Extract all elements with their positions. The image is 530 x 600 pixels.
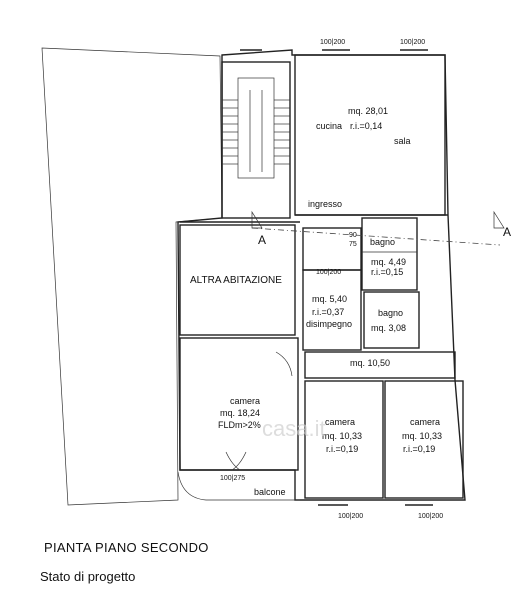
- room-camera-1: [179, 337, 299, 471]
- section-marker-left: A: [258, 233, 266, 247]
- dim-bottom-window-1: 100|200: [338, 513, 363, 520]
- label-corridor-area: mq. 10,50: [350, 358, 390, 368]
- label-camera-3: camera: [410, 417, 440, 427]
- stair-well: [237, 77, 275, 179]
- label-camera-1: camera: [230, 396, 260, 406]
- room-camera-3: [384, 380, 464, 499]
- label-bagno-1: bagno: [370, 237, 395, 247]
- section-line: [251, 227, 501, 246]
- label-camera-3-area: mq. 10,33: [402, 431, 442, 441]
- label-bagno-2-area: mq. 3,08: [371, 323, 406, 333]
- room-bagno-1: [361, 217, 418, 291]
- room-bagno-2: [363, 291, 420, 349]
- dim-small-window: 100|200: [316, 269, 341, 276]
- label-sala: sala: [394, 136, 411, 146]
- label-disimpegno-ri: r.i.=0,37: [312, 307, 344, 317]
- plan-title: PIANTA PIANO SECONDO: [44, 540, 209, 555]
- door-arc: [275, 351, 293, 377]
- terrace-outline: [41, 47, 223, 506]
- balcony: [177, 471, 300, 501]
- label-camera-3-ri: r.i.=0,19: [403, 444, 435, 454]
- label-camera-2: camera: [325, 417, 355, 427]
- label-camera-2-ri: r.i.=0,19: [326, 444, 358, 454]
- corridor: [304, 351, 456, 379]
- room-sala: [294, 54, 446, 216]
- room-disimpegno: [302, 269, 362, 351]
- label-bagno-1-area: mq. 4,49: [371, 257, 406, 267]
- dim-top-right-window-a: 100|200: [320, 39, 345, 46]
- label-disimpegno: disimpegno: [306, 319, 352, 329]
- dim-camera-door: 100|275: [220, 475, 245, 482]
- dim-bagno-door: 90: [349, 232, 357, 239]
- label-sala-ri: r.i.=0,14: [350, 121, 382, 131]
- label-camera-1-area: mq. 18,24: [220, 408, 260, 418]
- label-bagno-2: bagno: [378, 308, 403, 318]
- watermark: casa.it: [262, 416, 326, 441]
- room-camera-2: [304, 380, 384, 499]
- label-ingresso: ingresso: [308, 199, 342, 209]
- label-altra-abitazione: ALTRA ABITAZIONE: [190, 275, 282, 286]
- label-disimpegno-area: mq. 5,40: [312, 294, 347, 304]
- label-bagno-1-ri: r.i.=0,15: [371, 267, 403, 277]
- dim-top-right-window-b: 100|200: [400, 39, 425, 46]
- dim-bagno-door-b: 75: [349, 241, 357, 248]
- windows: [240, 49, 433, 506]
- stair-steps: [222, 90, 290, 172]
- room-altra-abitazione: [179, 224, 296, 336]
- plan-subtitle: Stato di progetto: [40, 569, 136, 584]
- dim-bottom-window-2: 100|200: [418, 513, 443, 520]
- label-camera-2-area: mq. 10,33: [322, 431, 362, 441]
- label-balcone: balcone: [254, 487, 286, 497]
- label-camera-1-note: FLDm>2%: [218, 420, 261, 430]
- building-outline: [177, 49, 466, 501]
- label-sala-area: mq. 28,01: [348, 106, 388, 116]
- label-cucina: cucina: [316, 121, 342, 131]
- section-marker-right: A: [503, 225, 511, 239]
